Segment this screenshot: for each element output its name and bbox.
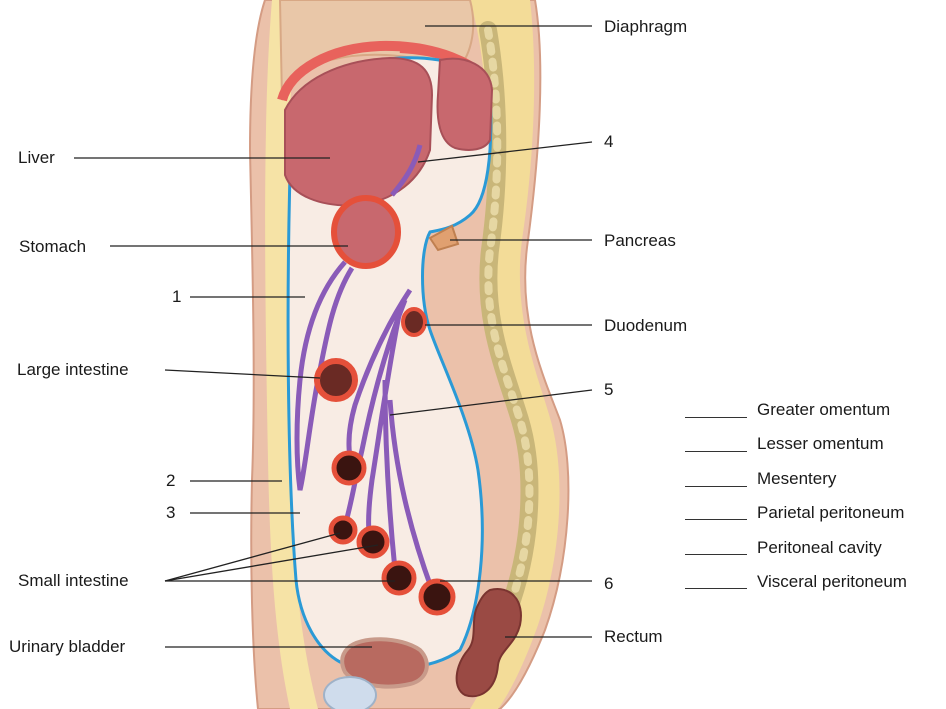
number-1: 1 bbox=[172, 287, 181, 307]
label-urinary-bladder: Urinary bladder bbox=[9, 637, 125, 657]
key-blank-line[interactable] bbox=[685, 451, 747, 452]
key-blank-line[interactable] bbox=[685, 417, 747, 418]
duodenum-organ bbox=[403, 309, 425, 335]
number-6: 6 bbox=[604, 574, 613, 594]
label-stomach: Stomach bbox=[19, 237, 86, 257]
small-intestine-loop bbox=[384, 563, 414, 593]
key-blank-line[interactable] bbox=[685, 519, 747, 520]
key-lesser-omentum: Lesser omentum bbox=[757, 434, 884, 454]
label-diaphragm: Diaphragm bbox=[604, 17, 687, 37]
key-peritoneal-cavity: Peritoneal cavity bbox=[757, 538, 882, 558]
label-liver: Liver bbox=[18, 148, 55, 168]
small-intestine-loop bbox=[334, 453, 364, 483]
large-intestine-organ bbox=[317, 361, 355, 399]
stomach-organ bbox=[334, 198, 398, 266]
number-2: 2 bbox=[166, 471, 175, 491]
label-pancreas: Pancreas bbox=[604, 231, 676, 251]
number-4: 4 bbox=[604, 132, 613, 152]
key-mesentery: Mesentery bbox=[757, 469, 836, 489]
small-intestine-loop bbox=[421, 581, 453, 613]
label-duodenum: Duodenum bbox=[604, 316, 687, 336]
key-blank-line[interactable] bbox=[685, 554, 747, 555]
key-blank-line[interactable] bbox=[685, 486, 747, 487]
small-intestine-loop bbox=[331, 518, 355, 542]
number-3: 3 bbox=[166, 503, 175, 523]
label-rectum: Rectum bbox=[604, 627, 663, 647]
pubic-bone bbox=[324, 677, 376, 709]
liver-right-lobe bbox=[438, 59, 492, 150]
small-intestine-loop bbox=[359, 528, 387, 556]
label-small-intestine: Small intestine bbox=[18, 571, 129, 591]
key-parietal-peritoneum: Parietal peritoneum bbox=[757, 503, 904, 523]
number-5: 5 bbox=[604, 380, 613, 400]
label-large-intestine: Large intestine bbox=[17, 360, 129, 380]
key-greater-omentum: Greater omentum bbox=[757, 400, 890, 420]
key-visceral-peritoneum: Visceral peritoneum bbox=[757, 572, 907, 592]
key-blank-line[interactable] bbox=[685, 588, 747, 589]
